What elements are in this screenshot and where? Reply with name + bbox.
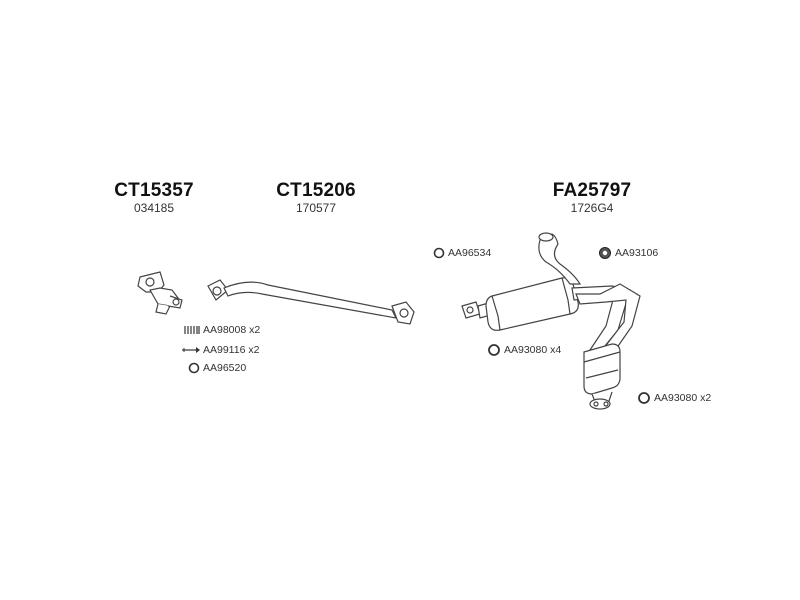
rubber-mount-icon: [598, 246, 612, 260]
part-code: CT15357: [114, 180, 194, 201]
part-reference: 170577: [295, 201, 337, 215]
part-code: CT15206: [276, 180, 356, 201]
accessory-label: AA93080 x4: [504, 344, 562, 356]
rear-assembly-part: [461, 232, 641, 410]
accessory-aa98008: AA98008 x2: [184, 324, 260, 336]
accessory-label: AA93080 x2: [654, 392, 712, 404]
gasket-ring-icon: [637, 391, 651, 405]
gasket-ring-icon: [487, 343, 501, 357]
intermediate-pipe-part: [207, 279, 415, 325]
accessory-aa99116: AA99116 x2: [182, 344, 259, 356]
accessory-aa93106: AA93106: [598, 246, 658, 260]
accessory-label: AA96534: [448, 247, 492, 259]
part-header-fa25797: FA25797 1726G4: [512, 180, 672, 216]
accessory-label: AA99116 x2: [203, 344, 260, 356]
bolt-icon: [182, 346, 200, 354]
part-header-ct15357: CT15357 034185: [74, 180, 234, 216]
part-reference: 1726G4: [570, 201, 614, 215]
gasket-ring-icon: [188, 362, 200, 374]
accessory-aa93080-x4: AA93080 x4: [487, 343, 561, 357]
accessory-label: AA98008 x2: [203, 324, 261, 336]
accessory-aa96520: AA96520: [188, 362, 246, 374]
spring-icon: [184, 326, 200, 334]
front-pipe-part: [137, 271, 183, 315]
part-header-ct15206: CT15206 170577: [236, 180, 396, 216]
part-reference: 034185: [133, 201, 175, 215]
gasket-ring-icon: [433, 247, 445, 259]
part-code: FA25797: [552, 180, 632, 201]
accessory-aa93080-x2: AA93080 x2: [637, 391, 711, 405]
accessory-label: AA93106: [615, 247, 659, 259]
accessory-aa96534: AA96534: [433, 247, 491, 259]
accessory-label: AA96520: [203, 362, 247, 374]
